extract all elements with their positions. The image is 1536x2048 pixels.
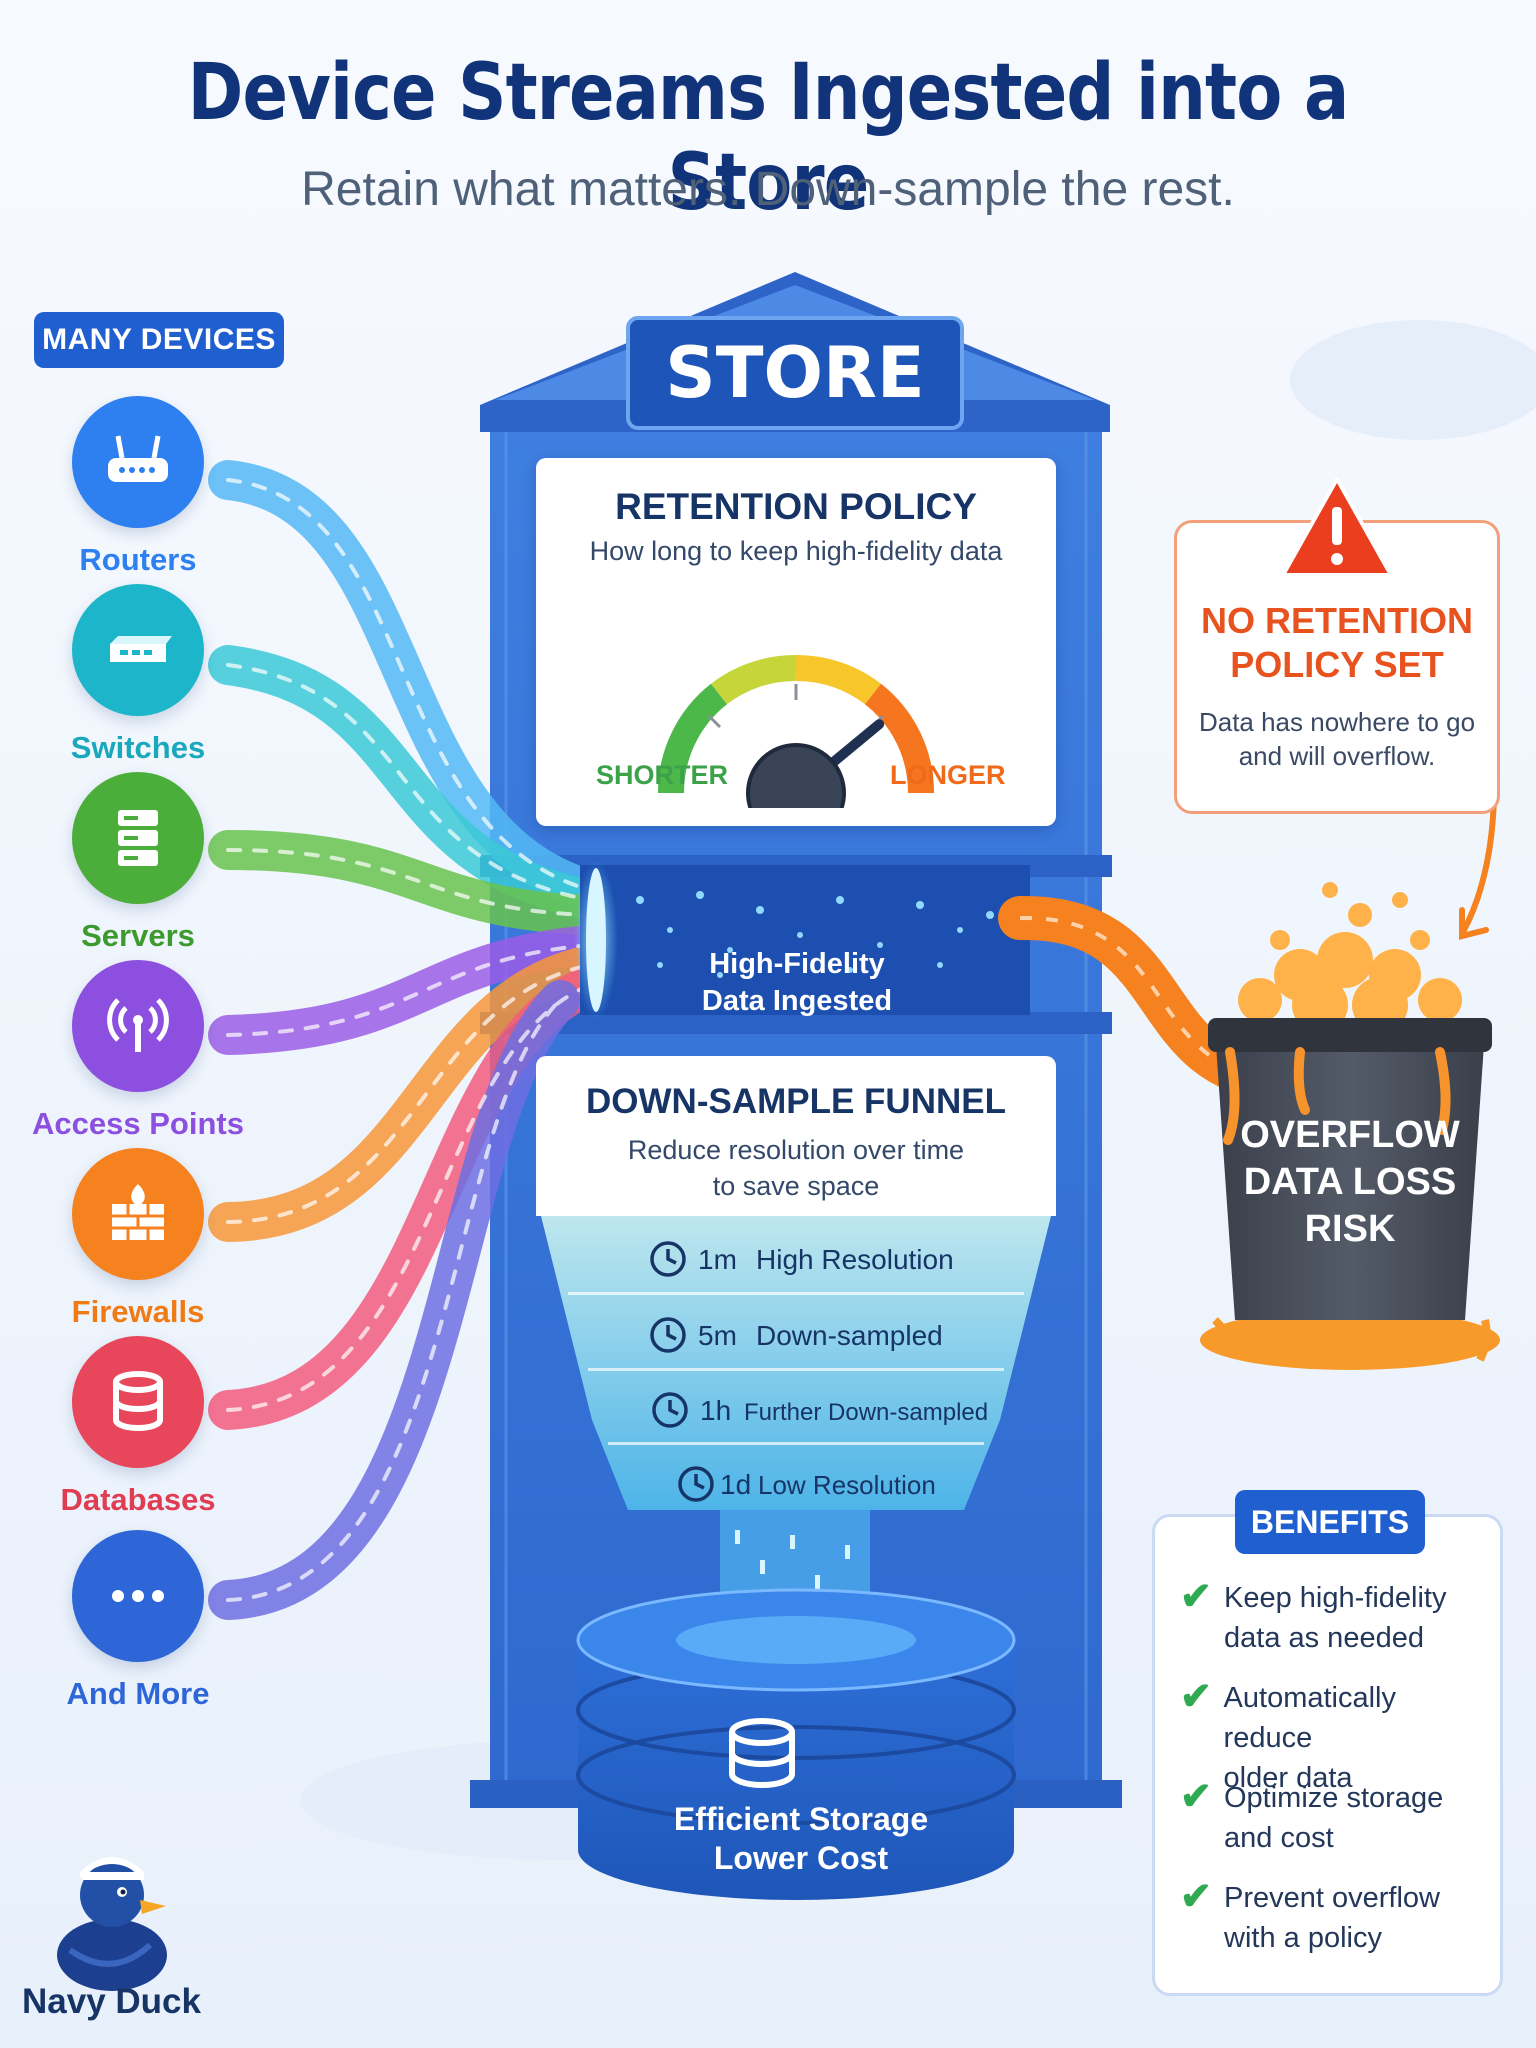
- benefit-line: Automatically reduce: [1223, 1682, 1397, 1754]
- warning-title: NO RETENTION POLICY SET: [1177, 599, 1497, 687]
- access-point-icon: [72, 960, 204, 1092]
- device-databases: Databases: [60, 1336, 216, 1518]
- ingest-label: High-Fidelity Data Ingested: [660, 946, 934, 1020]
- switch-icon: [72, 584, 204, 716]
- benefit-line: and cost: [1224, 1822, 1334, 1854]
- check-icon: ✔: [1180, 1576, 1212, 1618]
- warning-text-line: Data has nowhere to go: [1198, 707, 1476, 737]
- device-access-points: Access Points: [32, 960, 244, 1142]
- check-icon: ✔: [1180, 1876, 1212, 1918]
- retention-title: RETENTION POLICY: [615, 486, 977, 527]
- tier-interval: 1d: [720, 1469, 751, 1500]
- downsample-funnel-panel: DOWN-SAMPLE FUNNEL Reduce resolution ove…: [536, 1056, 1056, 1216]
- store-label: STORE: [665, 332, 925, 414]
- benefit-item: ✔ Optimize storage and cost: [1180, 1778, 1490, 1858]
- overflow-label-line: OVERFLOW: [1240, 1114, 1460, 1156]
- device-label: Switches: [70, 730, 206, 765]
- retention-gauge: [657, 654, 935, 808]
- retention-policy-panel: RETENTION POLICY How long to keep high-f…: [536, 458, 1056, 826]
- tier-label: High Resolution: [756, 1244, 954, 1275]
- storage-label-line: Lower Cost: [713, 1840, 889, 1876]
- clock-icon: [650, 1241, 686, 1277]
- tier-label: Further Down-sampled: [744, 1399, 988, 1426]
- tier-interval: 1h: [700, 1395, 731, 1426]
- server-icon: [72, 772, 204, 904]
- funnel-subtitle-line: Reduce resolution over time: [627, 1135, 965, 1165]
- ingest-pipe: [574, 860, 1030, 1020]
- database-icon: [729, 1718, 795, 1788]
- page-title: Device Streams Ingested into a Store: [187, 48, 1350, 228]
- benefit-line: older data: [1223, 1762, 1353, 1794]
- brand-name: Navy Duck: [22, 1982, 201, 2021]
- device-label: Routers: [79, 542, 197, 577]
- benefit-line: data as needed: [1224, 1622, 1424, 1654]
- firewall-icon: [72, 1148, 204, 1280]
- storage-cylinder: [576, 1588, 1016, 1900]
- benefit-line: Prevent overflow: [1224, 1882, 1440, 1914]
- no-retention-warning: NO RETENTION POLICY SET Data has nowhere…: [1174, 477, 1500, 814]
- storage-label-line: Efficient Storage: [673, 1801, 929, 1837]
- warning-text: Data has nowhere to go and will overflow…: [1177, 705, 1497, 773]
- overflow-bin: [1200, 882, 1500, 1370]
- benefit-line: Keep high-fidelity: [1224, 1582, 1447, 1614]
- check-icon: ✔: [1180, 1776, 1212, 1818]
- benefit-item: ✔ Automatically reduce older data: [1180, 1678, 1490, 1798]
- device-switches: Switches: [66, 584, 210, 766]
- warning-title-line: NO RETENTION: [1200, 600, 1473, 641]
- ingest-label-line: Data Ingested: [701, 985, 893, 1017]
- device-label: And More: [66, 1676, 210, 1711]
- overflow-label-line: DATA LOSS: [1243, 1161, 1457, 1203]
- device-routers: Routers: [66, 396, 210, 578]
- tier-interval: 5m: [698, 1320, 737, 1351]
- device-label: Servers: [81, 918, 195, 953]
- tier-row: 1h Further Down-sampled: [652, 1392, 988, 1428]
- clock-icon: [678, 1466, 714, 1502]
- benefits-badge: BENEFITS: [1235, 1490, 1425, 1554]
- tier-row: 1m High Resolution: [650, 1241, 954, 1277]
- benefit-line: Optimize storage: [1224, 1782, 1444, 1814]
- funnel-subtitle-line: to save space: [712, 1171, 880, 1201]
- device-label: Databases: [60, 1482, 216, 1517]
- clock-icon: [650, 1317, 686, 1353]
- tier-label: Low Resolution: [758, 1470, 936, 1500]
- device-servers: Servers: [66, 772, 210, 954]
- more-icon: [72, 1530, 204, 1662]
- funnel-title: DOWN-SAMPLE FUNNEL: [586, 1082, 1006, 1121]
- storage-label: Efficient Storage Lower Cost: [646, 1800, 956, 1878]
- device-label: Firewalls: [71, 1294, 205, 1329]
- benefits-panel: [1152, 1514, 1503, 1996]
- warning-triangle-icon: [1281, 477, 1393, 577]
- tier-row: 1d Low Resolution: [678, 1466, 936, 1502]
- retention-subtitle: How long to keep high-fidelity data: [589, 536, 1003, 566]
- page-subtitle: Retain what matters. Down-sample the res…: [301, 163, 1235, 216]
- database-icon: [72, 1336, 204, 1468]
- tier-row: 5m Down-sampled: [650, 1317, 943, 1353]
- clock-icon: [652, 1392, 688, 1428]
- warning-text-line: and will overflow.: [1238, 741, 1436, 771]
- check-icon: ✔: [1180, 1676, 1212, 1718]
- funnel-tiers: 1m High Resolution 5m Down-sampled 1h Fu…: [650, 1241, 988, 1502]
- overflow-label-line: RISK: [1304, 1208, 1396, 1250]
- tier-interval: 1m: [698, 1244, 737, 1275]
- device-label: Access Points: [32, 1106, 244, 1141]
- benefit-item: ✔ Keep high-fidelity data as needed: [1180, 1578, 1490, 1658]
- ingest-label-line: High-Fidelity: [709, 948, 885, 980]
- overflow-label: OVERFLOW DATA LOSS RISK: [1230, 1112, 1470, 1253]
- device-and-more: And More: [66, 1530, 210, 1712]
- device-firewalls: Firewalls: [66, 1148, 210, 1330]
- gauge-shorter-label: SHORTER: [596, 760, 729, 790]
- warning-title-line: POLICY SET: [1230, 644, 1444, 685]
- navy-duck-logo: [57, 1857, 167, 1991]
- data-streams: [208, 460, 610, 1620]
- benefit-item: ✔ Prevent overflow with a policy: [1180, 1878, 1490, 1958]
- many-devices-badge: MANY DEVICES: [34, 312, 284, 368]
- router-icon: [72, 396, 204, 528]
- tier-label: Down-sampled: [756, 1320, 943, 1351]
- gauge-longer-label: LONGER: [890, 760, 1006, 790]
- benefit-line: with a policy: [1224, 1922, 1382, 1954]
- funnel-subtitle: Reduce resolution over time to save spac…: [536, 1132, 1056, 1204]
